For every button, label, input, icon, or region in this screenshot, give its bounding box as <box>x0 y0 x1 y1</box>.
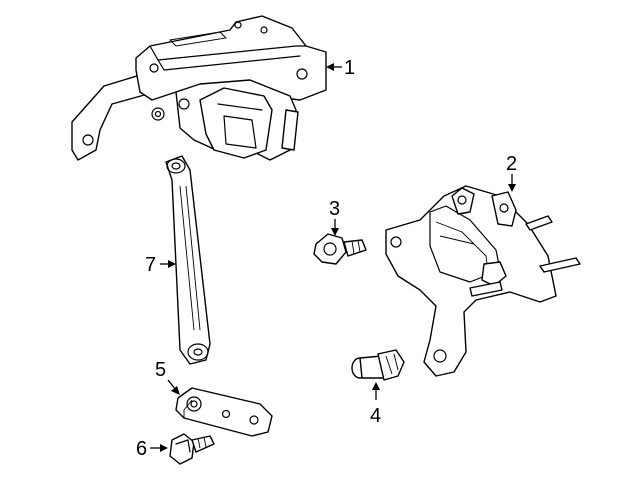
callout-5-label: 5 <box>155 359 166 381</box>
part-3-bolt <box>313 233 367 265</box>
callout-2-label: 2 <box>506 153 517 175</box>
callout-2: 2 <box>506 153 517 192</box>
part-7-link-rod <box>165 155 211 365</box>
callout-7: 7 <box>145 254 176 276</box>
callout-3-label: 3 <box>329 198 340 220</box>
callout-4: 4 <box>370 382 381 427</box>
callout-1: 1 <box>326 57 355 79</box>
callout-3: 3 <box>329 198 340 236</box>
part-4-clip <box>351 349 405 381</box>
callout-1-label: 1 <box>344 57 355 79</box>
part-1-sensor-assembly <box>71 15 327 161</box>
callout-6: 6 <box>136 438 168 460</box>
part-5-bracket <box>175 387 273 437</box>
callout-7-label: 7 <box>145 254 156 276</box>
part-6-bolt <box>169 433 215 465</box>
callout-5: 5 <box>155 359 180 395</box>
callout-6-label: 6 <box>136 438 147 460</box>
part-2-actuator-bracket <box>385 185 581 377</box>
callout-4-label: 4 <box>370 405 381 427</box>
